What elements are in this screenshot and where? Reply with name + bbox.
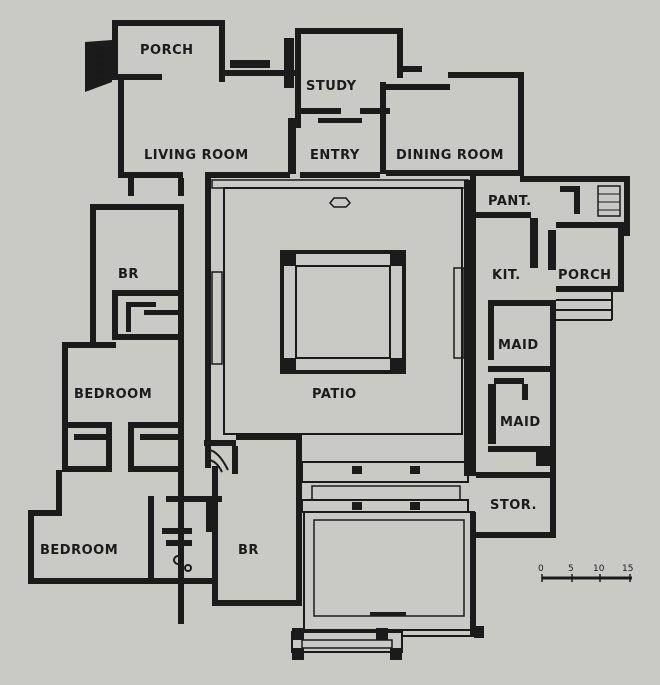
scale-tick-0: 0 <box>538 564 544 574</box>
scale-tick-10: 10 <box>593 564 605 574</box>
label-bedroom-lower: BEDROOM <box>40 543 118 558</box>
north-wing-walls <box>85 20 524 178</box>
label-entry: ENTRY <box>310 148 360 163</box>
central-planter <box>280 250 406 374</box>
patio-walls <box>205 178 484 660</box>
label-porch-front: PORCH <box>140 43 194 58</box>
east-wing-walls <box>470 176 630 538</box>
label-patio: PATIO <box>312 387 357 402</box>
label-br-lower: BR <box>238 543 259 558</box>
label-study: STUDY <box>306 79 357 94</box>
label-dining-room: DINING ROOM <box>396 148 504 163</box>
porch-steps <box>85 40 112 92</box>
label-bedroom-mid: BEDROOM <box>74 387 152 402</box>
label-maid-2: MAID <box>500 415 541 430</box>
label-living-room: LIVING ROOM <box>144 148 249 163</box>
back-stairs <box>597 185 621 217</box>
scale-bar: 0 5 10 15 <box>538 564 633 582</box>
label-maid-1: MAID <box>498 338 539 353</box>
scale-tick-15: 15 <box>622 564 633 574</box>
label-br-upper: BR <box>118 267 139 282</box>
south-steps <box>291 626 484 660</box>
label-storage: STOR. <box>490 498 537 513</box>
scale-tick-5: 5 <box>568 564 574 574</box>
room-labels: PORCH STUDY LIVING ROOM ENTRY DINING ROO… <box>40 43 612 558</box>
west-wing-walls <box>28 178 302 624</box>
label-pantry: PANT. <box>488 194 532 209</box>
label-kitchen: KIT. <box>492 268 521 283</box>
label-porch-back: PORCH <box>558 268 612 283</box>
east-porch-steps <box>556 292 613 321</box>
